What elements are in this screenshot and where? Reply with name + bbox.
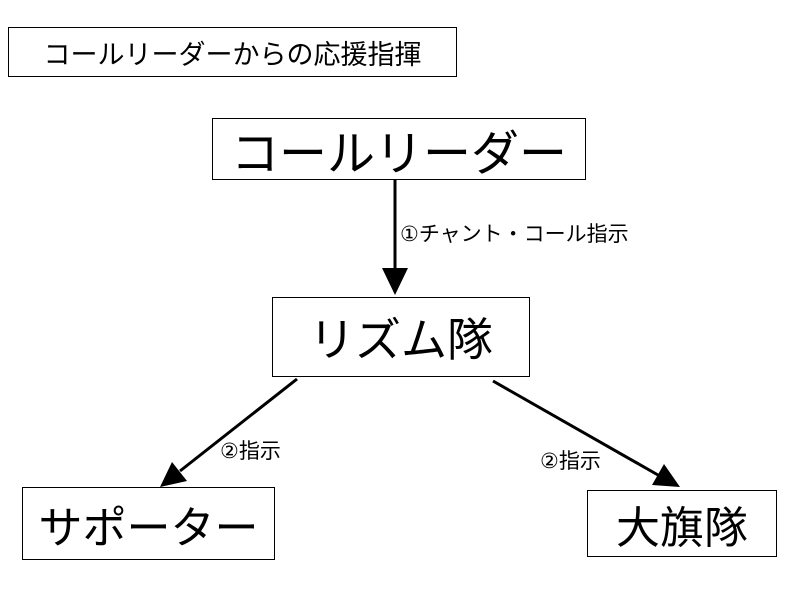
diagram-title: コールリーダーからの応援指揮 (8, 27, 457, 77)
arrow-rhythm-to-flag-line (492, 379, 659, 477)
node-supporters: サポーター (22, 487, 275, 560)
node-call-leader: コールリーダー (212, 118, 586, 182)
arrow-rhythm-to-supporters-line (179, 377, 298, 473)
edge-label-instruction-supporters: ②指示 (220, 439, 281, 463)
arrow-call-leader-to-rhythm-head (382, 268, 408, 295)
node-big-flag-team: 大旗隊 (587, 490, 777, 557)
arrow-rhythm-to-flag-head (652, 464, 680, 487)
diagram-title-text: コールリーダーからの応援指揮 (43, 39, 422, 71)
edge-label-chant-call-instruction: ①チャント・コール指示 (400, 222, 629, 246)
node-big-flag-team-label: 大旗隊 (616, 502, 748, 554)
edge-label-instruction-flag: ②指示 (540, 449, 601, 473)
node-rhythm-section-label: リズム隊 (309, 313, 493, 367)
node-rhythm-section: リズム隊 (272, 297, 530, 377)
node-call-leader-label: コールリーダー (230, 126, 567, 182)
node-supporters-label: サポーター (38, 502, 259, 554)
arrow-rhythm-to-supporters-head (160, 462, 187, 487)
